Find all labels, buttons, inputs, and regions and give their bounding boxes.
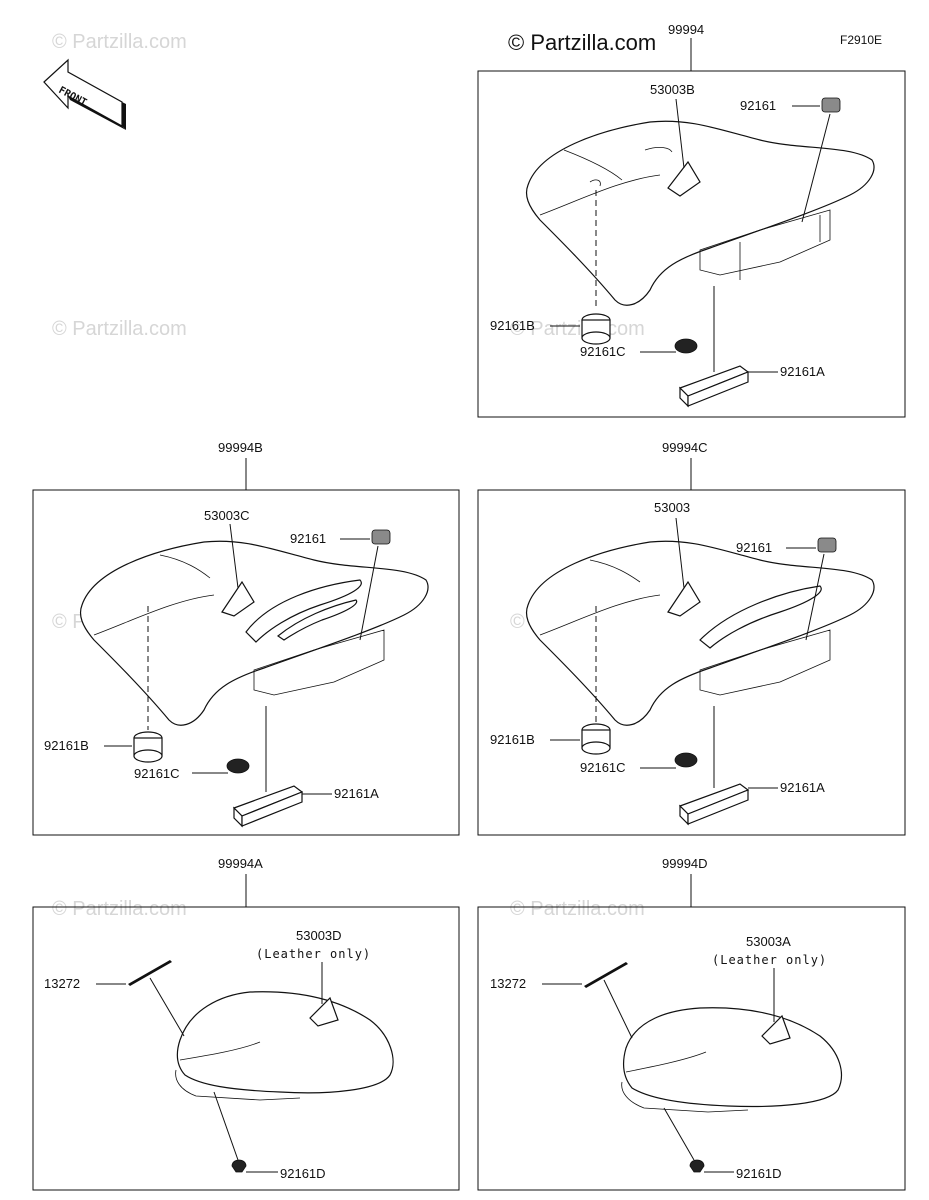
assembly-number: 99994C bbox=[662, 440, 708, 455]
strip-icon bbox=[128, 960, 172, 986]
part-label: 53003C bbox=[204, 508, 250, 523]
bump-right-icon bbox=[226, 758, 250, 774]
assembly-frame bbox=[32, 906, 460, 1191]
tab-icon bbox=[817, 537, 837, 553]
watermark-text: © Partzilla.com bbox=[510, 318, 645, 340]
part-note: (Leather only) bbox=[256, 947, 371, 961]
pillion-seat-body bbox=[176, 991, 394, 1094]
part-left-bump: 92161B bbox=[490, 318, 535, 333]
figure-code: F2910E bbox=[840, 33, 882, 47]
part-strip: 13272 bbox=[490, 976, 526, 991]
assembly-frame bbox=[477, 70, 906, 418]
assembly-99994C: 99994C 53003 92161 92161B 92161C 92161A bbox=[477, 440, 906, 836]
part-label: 53003A bbox=[746, 934, 791, 949]
tab-icon bbox=[371, 529, 391, 545]
part-right-bump: 92161C bbox=[134, 766, 180, 781]
clip-icon bbox=[689, 1159, 705, 1173]
part-note: (Leather only) bbox=[712, 953, 827, 967]
assembly-99994: 99994 53003B 92161 92161B 92161C bbox=[477, 22, 906, 418]
block-icon bbox=[687, 371, 749, 407]
part-right-bump: 92161C bbox=[580, 760, 626, 775]
clip-icon bbox=[231, 1159, 247, 1173]
block-icon bbox=[687, 789, 749, 825]
block-icon bbox=[241, 791, 303, 827]
part-strip: 13272 bbox=[44, 976, 80, 991]
front-arrow-icon: FRONT bbox=[43, 58, 126, 130]
part-label: 53003D bbox=[296, 928, 342, 943]
part-block: 92161A bbox=[780, 780, 825, 795]
assembly-frame bbox=[32, 489, 460, 836]
label-sticker-icon bbox=[221, 580, 255, 617]
strip-icon bbox=[584, 962, 628, 988]
tab-icon bbox=[821, 97, 841, 113]
label-sticker-icon bbox=[761, 1014, 791, 1045]
assembly-99994D: 99994D 53003A (Leather only) 13272 92161… bbox=[477, 856, 906, 1191]
assembly-number: 99994D bbox=[662, 856, 708, 871]
part-left-bump: 92161B bbox=[490, 732, 535, 747]
part-tab: 92161 bbox=[290, 531, 326, 546]
watermark-text: © Partzilla.com bbox=[52, 898, 187, 920]
seat-body bbox=[525, 540, 875, 726]
watermark-text: © Partzilla.com bbox=[52, 31, 187, 53]
part-left-bump: 92161B bbox=[44, 738, 89, 753]
part-label: 53003 bbox=[654, 500, 690, 515]
watermark-text: © Partzilla.com bbox=[510, 898, 645, 920]
assembly-number: 99994B bbox=[218, 440, 263, 455]
assembly-frame bbox=[477, 489, 906, 836]
watermark-text: © Partzilla.com bbox=[52, 318, 187, 340]
part-label: 53003B bbox=[650, 82, 695, 97]
label-sticker-icon bbox=[667, 160, 701, 197]
part-block: 92161A bbox=[780, 364, 825, 379]
label-sticker-icon bbox=[309, 996, 339, 1027]
part-clip: 92161D bbox=[736, 1166, 782, 1181]
label-sticker-icon bbox=[667, 580, 701, 617]
seat-body bbox=[525, 120, 875, 306]
assembly-frame bbox=[477, 906, 906, 1191]
assembly-number: 99994 bbox=[668, 22, 704, 37]
assembly-99994B: 99994B 53003C 92161 92161B 92161C 92161A bbox=[32, 440, 460, 836]
pillion-seat-body bbox=[622, 1007, 842, 1108]
part-clip: 92161D bbox=[280, 1166, 326, 1181]
part-block: 92161A bbox=[334, 786, 379, 801]
part-tab: 92161 bbox=[736, 540, 772, 555]
part-tab: 92161 bbox=[740, 98, 776, 113]
assembly-99994A: 99994A 53003D (Leather only) 13272 92161… bbox=[32, 856, 460, 1191]
copyright-text: © Partzilla.com bbox=[508, 30, 656, 55]
bump-right-icon bbox=[674, 752, 698, 768]
assembly-number: 99994A bbox=[218, 856, 263, 871]
bump-right-icon bbox=[674, 338, 698, 354]
part-right-bump: 92161C bbox=[580, 344, 626, 359]
